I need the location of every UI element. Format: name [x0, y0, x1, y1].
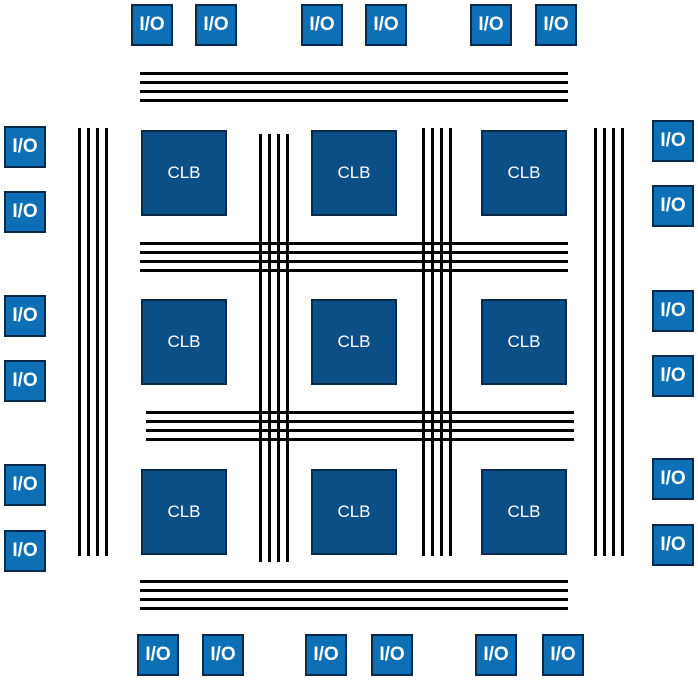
- io-block-bottom: I/O: [475, 634, 517, 676]
- vertical-wire: [612, 128, 615, 556]
- horizontal-wire: [140, 72, 568, 75]
- horizontal-wire: [146, 438, 574, 441]
- io-block-top: I/O: [365, 4, 407, 46]
- horizontal-wire: [140, 589, 568, 592]
- clb-block-r2c2: CLB: [311, 299, 397, 385]
- clb-block-r3c1: CLB: [141, 469, 227, 555]
- io-block-left: I/O: [4, 464, 46, 506]
- horizontal-wire: [140, 607, 568, 610]
- io-block-top: I/O: [470, 4, 512, 46]
- io-block-bottom: I/O: [137, 634, 179, 676]
- io-block-right: I/O: [652, 120, 694, 162]
- vertical-wire: [105, 128, 108, 556]
- vertical-wire: [440, 128, 443, 556]
- horizontal-wire: [146, 420, 574, 423]
- clb-block-r2c3: CLB: [481, 299, 567, 385]
- io-block-left: I/O: [4, 530, 46, 572]
- clb-block-r2c1: CLB: [141, 299, 227, 385]
- vertical-wire: [422, 128, 425, 556]
- horizontal-wire: [140, 260, 568, 263]
- io-block-right: I/O: [652, 185, 694, 227]
- io-block-right: I/O: [652, 290, 694, 332]
- io-block-right: I/O: [652, 524, 694, 566]
- horizontal-wire: [140, 269, 568, 272]
- clb-block-r1c3: CLB: [481, 130, 567, 216]
- vertical-wire: [286, 134, 289, 562]
- horizontal-wire: [140, 251, 568, 254]
- io-block-top: I/O: [301, 4, 343, 46]
- io-block-bottom: I/O: [371, 634, 413, 676]
- clb-block-r3c2: CLB: [311, 469, 397, 555]
- io-block-right: I/O: [652, 458, 694, 500]
- horizontal-wire: [140, 99, 568, 102]
- io-block-left: I/O: [4, 191, 46, 233]
- io-block-left: I/O: [4, 360, 46, 402]
- horizontal-wire: [140, 598, 568, 601]
- io-block-bottom: I/O: [305, 634, 347, 676]
- io-block-left: I/O: [4, 295, 46, 337]
- vertical-wire: [603, 128, 606, 556]
- io-block-left: I/O: [4, 126, 46, 168]
- io-block-bottom: I/O: [202, 634, 244, 676]
- clb-block-r3c3: CLB: [481, 469, 567, 555]
- io-block-bottom: I/O: [542, 634, 584, 676]
- vertical-wire: [87, 128, 90, 556]
- vertical-wire: [96, 128, 99, 556]
- horizontal-wire: [140, 580, 568, 583]
- clb-block-r1c2: CLB: [311, 130, 397, 216]
- vertical-wire: [449, 128, 452, 556]
- io-block-right: I/O: [652, 355, 694, 397]
- horizontal-wire: [140, 242, 568, 245]
- io-block-top: I/O: [131, 4, 173, 46]
- horizontal-wire: [140, 90, 568, 93]
- horizontal-wire: [140, 81, 568, 84]
- vertical-wire: [431, 128, 434, 556]
- vertical-wire: [594, 128, 597, 556]
- clb-block-r1c1: CLB: [141, 130, 227, 216]
- horizontal-wire: [146, 429, 574, 432]
- vertical-wire: [277, 134, 280, 562]
- vertical-wire: [78, 128, 81, 556]
- vertical-wire: [259, 134, 262, 562]
- horizontal-wire: [146, 411, 574, 414]
- vertical-wire: [268, 134, 271, 562]
- vertical-wire: [621, 128, 624, 556]
- io-block-top: I/O: [195, 4, 237, 46]
- io-block-top: I/O: [535, 4, 577, 46]
